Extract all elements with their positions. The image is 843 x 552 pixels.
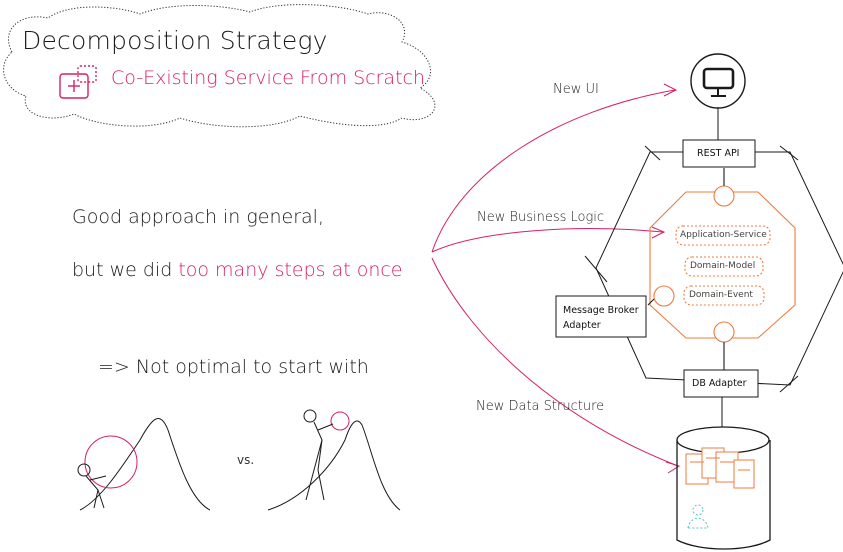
statement-line-1: Good approach in general, xyxy=(72,206,324,228)
boulder-figure-right xyxy=(267,409,401,511)
statement-line-2-accent: too many steps at once xyxy=(178,259,403,281)
arrow-new-business-logic xyxy=(431,226,666,253)
rest-api-label: REST API xyxy=(697,148,740,159)
title-cloud xyxy=(3,4,436,128)
monitor-icon xyxy=(690,53,746,109)
db-adapter-label: DB Adapter xyxy=(692,378,747,389)
rest-api-box xyxy=(682,139,756,168)
domain-core xyxy=(647,168,796,370)
arrow-new-data-structure xyxy=(431,257,681,474)
vs-label: vs. xyxy=(237,453,255,467)
new-component-icon xyxy=(59,65,97,99)
domain-model-label: Domain-Model xyxy=(690,261,756,271)
label-new-ui: New UI xyxy=(553,82,599,97)
db-adapter-box xyxy=(683,369,759,398)
application-service-label: Application-Service xyxy=(680,230,767,240)
statement-line-2: but we did too many steps at once xyxy=(72,259,403,281)
statement-line-2-prefix: but we did xyxy=(72,259,179,281)
page-subtitle: Co-Existing Service From Scratch xyxy=(111,67,426,89)
label-new-data-structure: New Data Structure xyxy=(476,399,605,414)
database-icon xyxy=(676,426,771,550)
message-broker-box xyxy=(555,295,647,338)
arrow-new-ui xyxy=(431,83,678,253)
message-broker-label-2: Adapter xyxy=(563,320,601,331)
conclusion-line: => Not optimal to start with xyxy=(98,356,369,378)
domain-event-label: Domain-Event xyxy=(689,290,753,300)
service-hexagon xyxy=(584,145,843,393)
boulder-figure-left xyxy=(77,418,211,511)
message-broker-label-1: Message Broker xyxy=(563,305,639,316)
page-title: Decomposition Strategy xyxy=(22,26,328,55)
label-new-business-logic: New Business Logic xyxy=(477,210,605,225)
